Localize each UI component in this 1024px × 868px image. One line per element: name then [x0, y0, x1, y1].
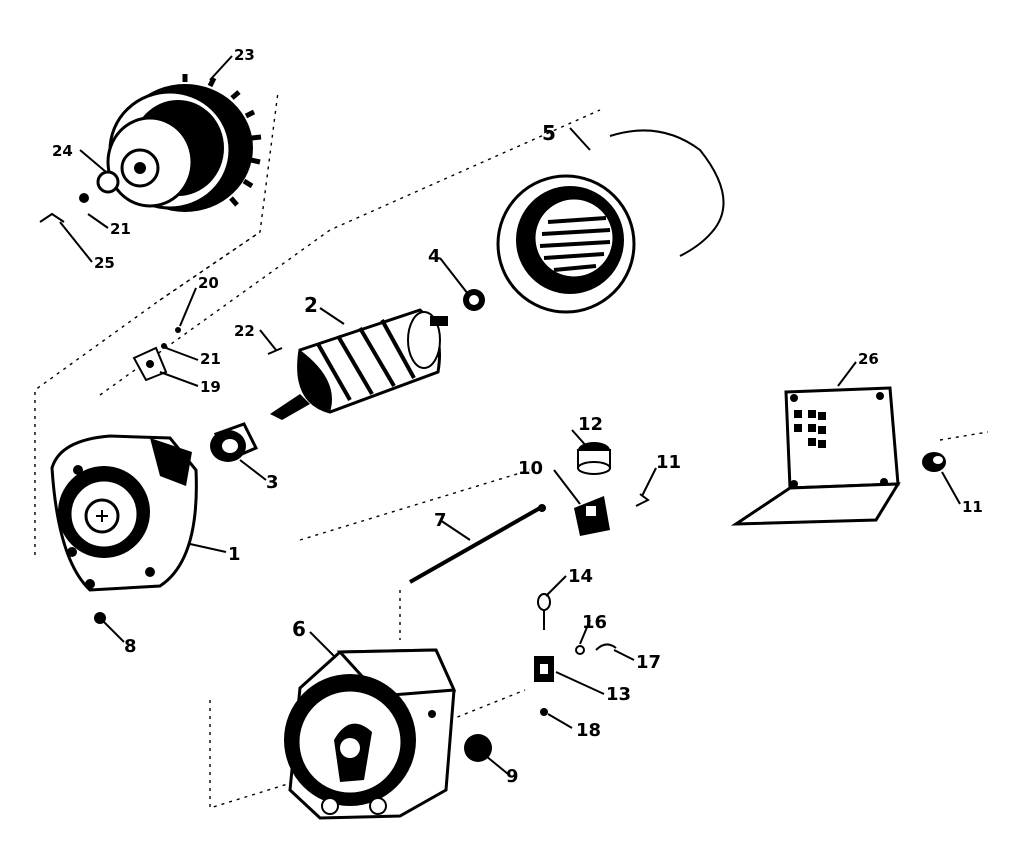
- leader-lines: [59, 55, 961, 775]
- callout-9: 9: [506, 766, 519, 787]
- part-bushing: [210, 422, 259, 462]
- part-screws: [161, 327, 283, 355]
- callout-17: 17: [636, 652, 661, 673]
- callout-1: 1: [228, 544, 241, 565]
- part-cap: [464, 734, 492, 762]
- callout-labels: 23 24 21 25 5 4 2 22 20 21 19 3 1 8 7 12…: [52, 46, 983, 787]
- callout-7: 7: [434, 510, 447, 531]
- part-fan-shroud: [496, 129, 725, 314]
- callout-20: 20: [198, 274, 219, 292]
- callout-10: 10: [518, 458, 543, 479]
- part-small-hardware: [534, 593, 617, 716]
- part-end-housing: [79, 74, 262, 212]
- callout-18: 18: [576, 720, 601, 741]
- callout-2: 2: [304, 293, 318, 317]
- callout-23: 23: [234, 46, 255, 64]
- part-armature: [270, 308, 448, 420]
- callout-22: 22: [234, 322, 255, 340]
- callout-8: 8: [124, 636, 137, 657]
- part-nut: [94, 612, 106, 624]
- callout-11: 11: [656, 452, 681, 473]
- part-capacitor: [577, 442, 611, 475]
- part-bracket: [132, 346, 168, 382]
- callout-11-plate: 11: [962, 498, 983, 516]
- part-switch: [574, 496, 610, 536]
- callout-13: 13: [606, 684, 631, 705]
- callout-26: 26: [858, 350, 879, 368]
- callout-21: 21: [110, 220, 131, 238]
- callout-19: 19: [200, 378, 221, 396]
- callout-3: 3: [266, 472, 279, 493]
- part-end-connector: [922, 452, 946, 472]
- callout-16: 16: [582, 612, 607, 633]
- callout-21-bracket: 21: [200, 350, 221, 368]
- part-bearing: [463, 289, 485, 311]
- callout-24: 24: [52, 142, 73, 160]
- callout-5: 5: [542, 121, 556, 145]
- callout-25: 25: [94, 254, 115, 272]
- part-mounting-plate: [730, 386, 901, 526]
- callout-4: 4: [428, 246, 441, 267]
- assembly-guide-lines: [34, 91, 989, 809]
- callout-12: 12: [578, 414, 603, 435]
- part-motor-frame: [50, 434, 198, 592]
- part-rod: [409, 504, 546, 584]
- part-motor-housing: [284, 648, 457, 820]
- part-clip: [39, 212, 65, 223]
- callout-6: 6: [292, 617, 306, 641]
- callout-14: 14: [568, 566, 593, 587]
